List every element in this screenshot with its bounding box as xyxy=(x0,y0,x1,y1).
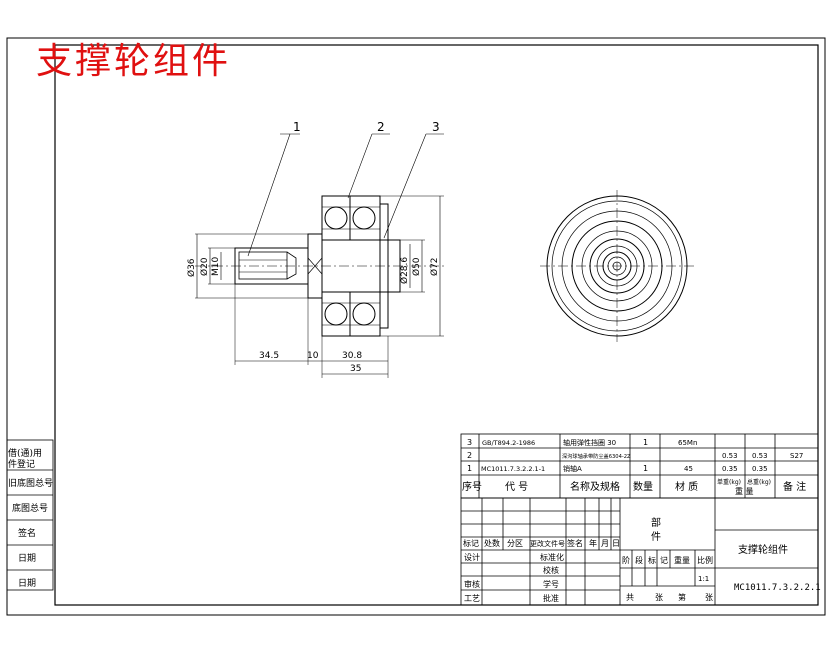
sheet-label-0: 共 xyxy=(626,593,634,602)
bom-row-0-qty: 1 xyxy=(643,438,648,447)
title-block-rev-header-5: 年 xyxy=(589,538,597,548)
dim-m10: M10 xyxy=(211,257,221,276)
sheet-label-3: 张 xyxy=(705,593,713,602)
bom-header-code: 代 号 xyxy=(505,481,528,493)
sign-row-0-mid: 标准化 xyxy=(540,552,564,562)
end-view xyxy=(540,190,694,342)
side-stamp-row-3: 底图总号 xyxy=(12,502,48,514)
bom-row-1-no: 2 xyxy=(467,451,472,460)
title-block-rev-header-1: 处数 xyxy=(484,538,500,548)
stage-header-3: 记 xyxy=(660,556,668,565)
dim-d28-6: Ø28.6 xyxy=(399,257,410,284)
stage-header-0: 阶 xyxy=(622,555,630,565)
sign-row-3-left: 工艺 xyxy=(464,594,480,603)
dim-d72: Ø72 xyxy=(429,257,440,276)
section-view xyxy=(195,133,445,378)
balloon-1: 1 xyxy=(293,120,301,134)
bom-header-material: 材 质 xyxy=(675,480,698,493)
bom-row-1-name: 深沟球轴承带防尘盖6304-2Z xyxy=(562,452,631,460)
dim-d50: Ø50 xyxy=(411,257,422,276)
side-stamp-row-6: 日期 xyxy=(18,578,36,589)
bom-header-unit-weight: 单重(kg) xyxy=(717,478,741,486)
bom-header-name: 名称及规格 xyxy=(570,480,620,493)
side-stamp-row-4: 签名 xyxy=(18,527,36,539)
bom-row-0-name: 轴用弹性挡圈 30 xyxy=(563,438,616,447)
title-block-rev-header-0: 标记 xyxy=(463,538,479,548)
bom-header-total-weight: 总重(kg) xyxy=(747,478,771,486)
title-block-rev-header-2: 分区 xyxy=(507,539,523,548)
dim-d36: Ø36 xyxy=(186,258,197,277)
side-stamp xyxy=(6,439,54,591)
sign-row-3-mid: 批准 xyxy=(543,593,559,603)
bom-row-2-unit-weight: 0.35 xyxy=(722,465,738,473)
component-label: 部 件 xyxy=(651,516,664,543)
dim-34-5: 34.5 xyxy=(259,351,279,361)
sign-row-1-mid: 校核 xyxy=(543,565,559,575)
sheet-label-2: 第 xyxy=(678,592,686,602)
sign-row-0-left: 设计 xyxy=(464,552,480,562)
balloon-2: 2 xyxy=(377,120,385,134)
side-stamp-row-5: 日期 xyxy=(18,553,36,564)
scale-value: 1:1 xyxy=(698,575,709,583)
dim-d20: Ø20 xyxy=(199,257,210,276)
stage-header-4: 重量 xyxy=(674,555,690,565)
side-stamp-row-0: 借(通)用 xyxy=(8,447,42,459)
bom-row-0-code: GB/T894.2-1986 xyxy=(482,439,535,447)
title-block-rev-header-4: 签名 xyxy=(567,538,583,548)
inner-frame xyxy=(54,44,819,606)
dim-30-8: 30.8 xyxy=(342,351,362,361)
drawing-title: 支撑轮组件 xyxy=(36,41,231,82)
component-label-line-2: 件 xyxy=(651,531,661,543)
bom-row-2-no: 1 xyxy=(467,464,472,473)
sheet-label-1: 张 xyxy=(655,593,663,602)
bom-row-2-code: MC1011.7.3.2.2.1-1 xyxy=(481,465,545,473)
dim-35: 35 xyxy=(350,364,361,374)
sign-row-2-mid: 学号 xyxy=(543,579,559,589)
bom-row-0-no: 3 xyxy=(467,438,472,447)
bom-row-2-qty: 1 xyxy=(643,464,648,473)
title-block-rev-header-6: 月 xyxy=(601,539,609,548)
title-block-rev-header-3: 更改文件号 xyxy=(530,539,565,548)
stage-header-1: 段 xyxy=(635,555,643,565)
bom-row-2-material: 45 xyxy=(684,465,693,473)
bom-header-qty: 数量 xyxy=(633,480,653,493)
bom-row-2-name: 销轴A xyxy=(563,464,582,473)
bom-header-weight-group: 重 量 xyxy=(735,486,754,496)
bom-row-1-total-weight: 0.53 xyxy=(752,452,768,460)
stage-header-2: 标 xyxy=(648,555,656,565)
component-label-line-1: 部 xyxy=(651,516,661,529)
sign-row-2-left: 审核 xyxy=(464,579,480,589)
outer-frame xyxy=(6,37,826,616)
stage-header-5: 比例 xyxy=(697,555,713,565)
dim-10: 10 xyxy=(307,351,319,361)
side-stamp-row-2: 旧底图总号 xyxy=(8,477,53,489)
side-stamp-row-1: 件登记 xyxy=(8,458,35,470)
part-name: 支撑轮组件 xyxy=(738,543,788,556)
bom-row-2-total-weight: 0.35 xyxy=(752,465,768,473)
drawing-number: MC1011.7.3.2.2.1 xyxy=(734,583,821,593)
title-block-grid xyxy=(460,497,819,606)
bom-header-no: 序号 xyxy=(462,480,482,493)
bom-header-note: 备 注 xyxy=(783,480,806,493)
bom-row-1-note: S27 xyxy=(790,452,803,460)
title-block-rev-header-7: 日 xyxy=(612,539,620,548)
balloon-3: 3 xyxy=(432,120,440,134)
bom-row-1-unit-weight: 0.53 xyxy=(722,452,738,460)
bom-row-0-material: 65Mn xyxy=(678,439,697,447)
